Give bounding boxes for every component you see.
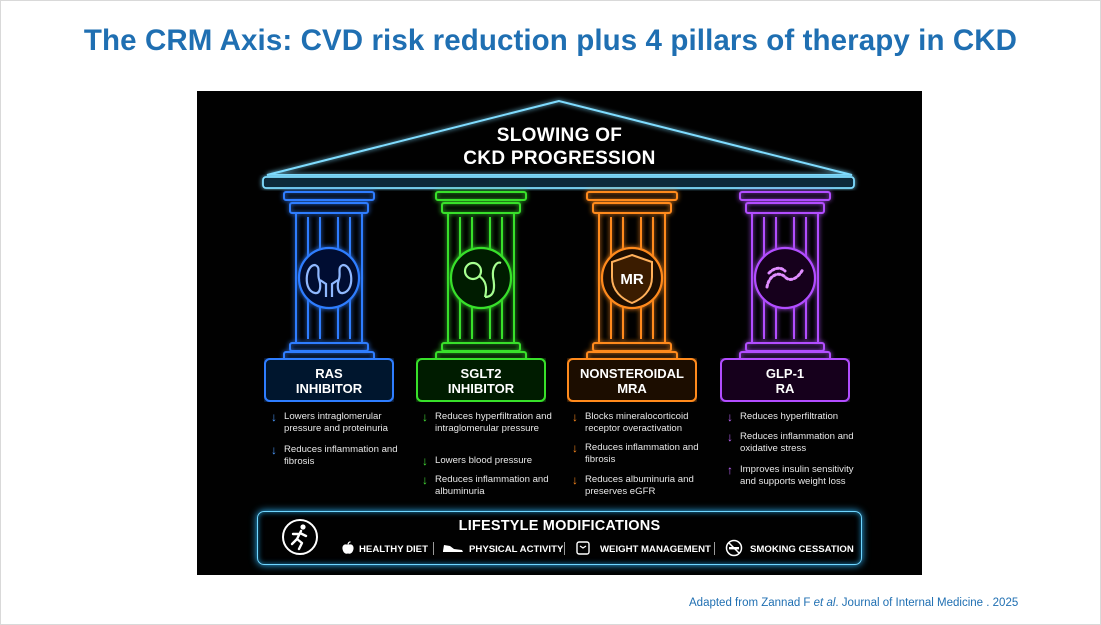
pillar-glp1-label-line1: GLP-1 [765,366,805,381]
pillar-mra-label-line2: MRA [617,381,647,396]
glp1-bullet-2: ↓ Reduces inflammation and oxidative str… [727,431,867,457]
sglt2-bullet-2: ↓ Lowers blood pressure [422,455,562,469]
pillar-glp1-label-line2: RA [775,381,795,396]
separator [714,542,715,555]
roof-title-line2: CKD PROGRESSION [463,148,656,169]
arrow-down-icon: ↓ [422,454,428,468]
diagram-panel: SLOWING OF CKD PROGRESSION [197,91,922,575]
label-box-glp1 [720,358,850,402]
scale-icon [576,541,590,555]
apple-icon [342,541,354,554]
arrow-down-icon: ↓ [572,441,578,455]
label-box-mra [567,358,697,402]
runner-icon [282,519,318,555]
column-ras [283,191,375,361]
separator [433,542,434,555]
mra-bullet-1: ↓ Blocks mineralocorticoid receptor over… [572,411,712,437]
separator [564,542,565,555]
sglt2-bullet-3: ↓ Reduces inflammation and albuminuria [422,474,562,500]
column-sglt2 [435,191,527,361]
peptide-chain-icon [753,246,817,310]
arrow-down-icon: ↓ [422,410,428,424]
ras-bullet-2: ↓ Reduces inflammation and fibrosis [271,444,411,470]
arrow-down-icon: ↓ [572,473,578,487]
roof-beam [262,176,855,189]
pillar-sglt2: SGLT2 INHIBITOR [415,91,555,575]
bullet-text: Lowers intraglomerular pressure and prot… [284,411,388,435]
arrow-down-icon: ↓ [727,410,733,424]
label-box-ras [264,358,394,402]
bullet-text: Reduces albuminuria and preserves eGFR [585,474,694,498]
pillar-mra: MR NONSTEROIDAL MRA [566,91,706,575]
no-smoking-icon [725,539,743,557]
slide-title: The CRM Axis: CVD risk reduction plus 4 … [83,24,1018,57]
arrow-down-icon: ↓ [572,410,578,424]
pillar-ras: RAS INHIBITOR [263,91,403,575]
pillar-ras-label-line2: INHIBITOR [295,381,363,396]
arrow-down-icon: ↓ [727,430,733,444]
lifestyle-item-diet: HEALTHY DIET [359,544,428,555]
mra-bullet-3: ↓ Reduces albuminuria and preserves eGFR [572,474,712,500]
pillar-mra-label-line1: NONSTEROIDAL [580,366,684,381]
kidney-icon [297,246,361,310]
arrow-up-icon: ↑ [727,463,733,477]
glp1-bullet-3: ↑ Improves insulin sensitivity and suppo… [727,464,867,502]
pillar-sglt2-label-line2: INHIBITOR [447,381,515,396]
bullet-text: Reduces inflammation and oxidative stres… [740,431,854,455]
sneaker-icon [443,545,463,552]
ras-bullet-1: ↓ Lowers intraglomerular pressure and pr… [271,411,411,437]
bullet-text: Improves insulin sensitivity and support… [740,464,854,488]
lifestyle-box: LIFESTYLE MODIFICATIONS HEALTHY DIET PHY… [257,511,862,565]
pillar-sglt2-label-line1: SGLT2 [460,366,502,381]
lifestyle-item-weight: WEIGHT MANAGEMENT [600,544,711,555]
bullet-text: Reduces inflammation and fibrosis [585,442,699,466]
bullet-text: Reduces hyperfiltration [740,411,839,422]
pillar-glp1: GLP-1 RA [719,91,859,575]
bullet-text: Reduces hyperfiltration and intraglomeru… [435,411,552,435]
roof-title-line1: SLOWING OF [496,125,623,146]
column-glp1 [739,191,831,361]
arrow-down-icon: ↓ [271,410,277,424]
pillar-ras-label-line1: RAS [315,366,343,381]
arrow-down-icon: ↓ [422,473,428,487]
sglt2-bullet-1: ↓ Reduces hyperfiltration and intraglome… [422,411,562,449]
column-mra: MR [586,191,678,361]
roof-pediment [266,99,853,176]
kidney-tubule-icon [449,246,513,310]
label-box-sglt2 [416,358,546,402]
lifestyle-title: LIFESTYLE MODIFICATIONS [458,518,661,534]
mra-bullet-2: ↓ Reduces inflammation and fibrosis [572,442,712,468]
shield-icon-text: MR [620,271,643,288]
bullet-text: Blocks mineralocorticoid receptor overac… [585,411,689,435]
lifestyle-item-activity: PHYSICAL ACTIVITY [469,544,564,555]
source-citation: Adapted from Zannad F et al. Journal of … [689,597,1018,609]
bullet-text: Lowers blood pressure [435,455,533,466]
bullet-text: Reduces inflammation and fibrosis [284,444,398,468]
arrow-down-icon: ↓ [271,443,277,457]
glp1-bullet-1: ↓ Reduces hyperfiltration [727,411,867,425]
lifestyle-item-smoking: SMOKING CESSATION [750,544,854,555]
source-prefix: Adapted from Zannad F [689,597,814,609]
bullet-text: Reduces inflammation and albuminuria [435,474,549,498]
roof [262,99,855,189]
shield-icon: MR [600,246,664,310]
source-suffix: . Journal of Internal Medicine . 2025 [835,597,1019,609]
source-etal: et al [813,597,836,609]
